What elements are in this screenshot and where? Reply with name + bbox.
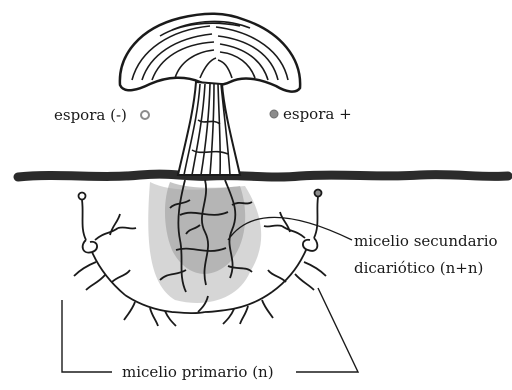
secondary-mycelium-label-line2: dicariótico (n+n) <box>354 259 483 277</box>
secondary-mycelium-label-line1: micelio secundario <box>354 232 498 250</box>
spore-plus-dot <box>270 110 278 118</box>
spore-minus-dot <box>141 111 149 119</box>
leader-primary-right <box>296 288 358 372</box>
spore-plus-label: espora + <box>283 105 352 123</box>
primary-mycelium-label: micelio primario (n) <box>122 363 274 381</box>
ground-line <box>18 174 508 177</box>
leader-primary-left <box>62 300 112 372</box>
spore-minus-label: espora (-) <box>54 106 127 124</box>
